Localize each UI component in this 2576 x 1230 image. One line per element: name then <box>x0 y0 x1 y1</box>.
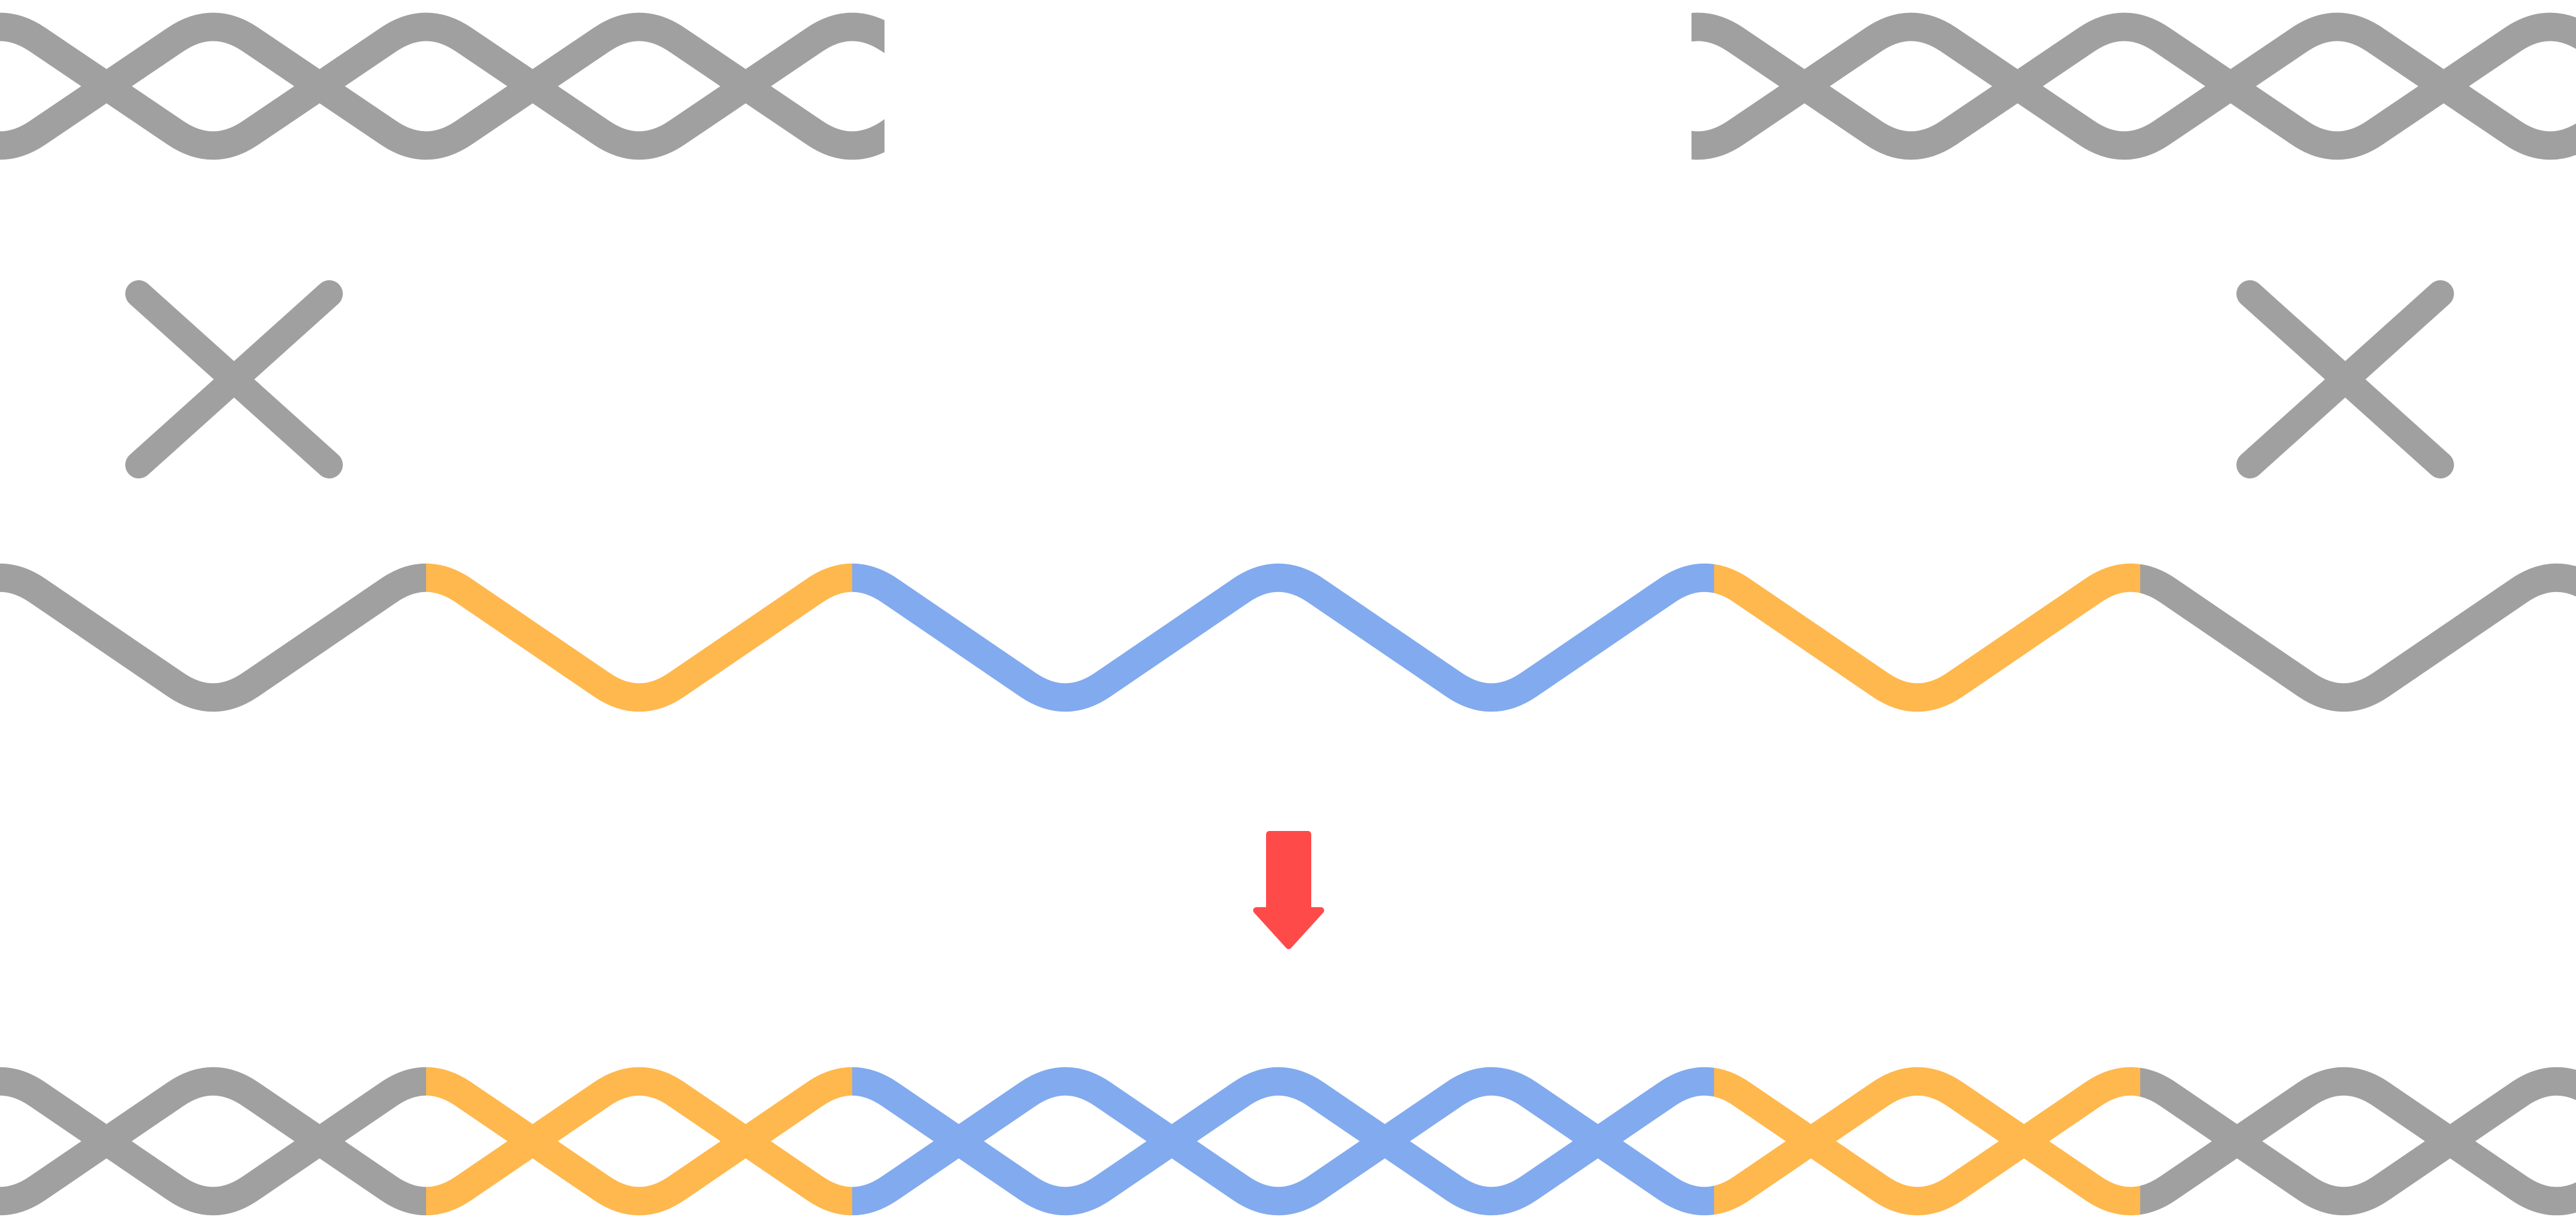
strand-segment-gray-left-b <box>0 1067 426 1216</box>
strand-segment-gray-left-a <box>0 1067 426 1216</box>
left-cross-icon <box>125 280 343 478</box>
top-right-helix-fragment <box>1692 12 2576 160</box>
bottom-assembled-helix <box>0 1067 2576 1216</box>
strand-segment-gray-right <box>2140 563 2576 712</box>
strand-segment-gray-right-a <box>2140 1067 2576 1216</box>
helix-strand-a <box>1692 12 2576 160</box>
strand-segment-blue <box>852 563 1714 712</box>
strand-segment-blue-a <box>852 1067 1714 1216</box>
strand-segment-blue-b <box>852 1067 1714 1216</box>
helix-strand-b <box>1692 12 2576 160</box>
strand-segment-gray-right-b <box>2140 1067 2576 1216</box>
top-left-helix-fragment <box>0 12 884 160</box>
arrow-down-icon <box>1253 831 1324 949</box>
helix-strand-b <box>0 12 884 160</box>
helix-strand-a <box>0 12 884 160</box>
middle-single-strand <box>0 563 2576 712</box>
right-cross-icon <box>2236 280 2454 478</box>
strand-segment-gray-left <box>0 563 426 712</box>
